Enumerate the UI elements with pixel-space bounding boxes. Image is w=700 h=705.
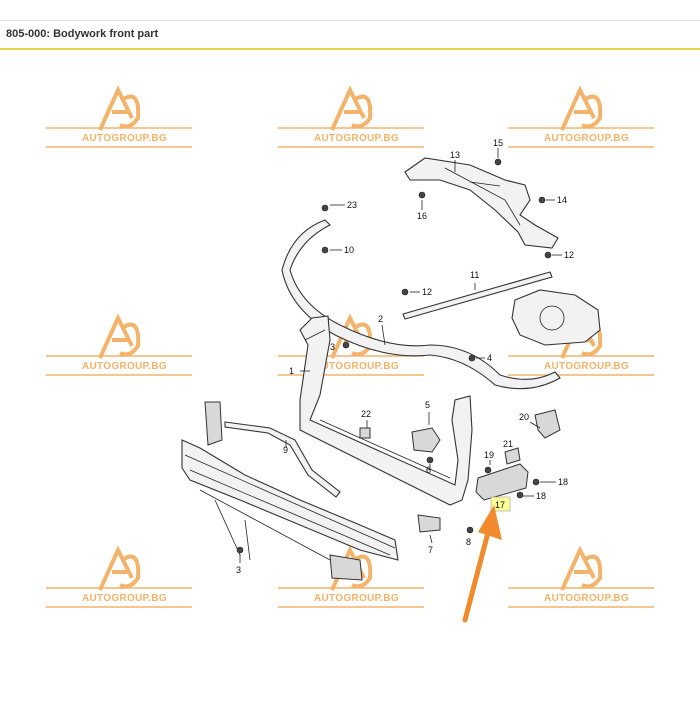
watermark-7: AUTOGROUP.BG [46,545,192,608]
callout-number[interactable]: 12 [564,250,574,260]
watermark-text: AUTOGROUP.BG [544,133,629,144]
page-header: 805-000: Bodywork front part [0,20,700,50]
part-lock-bracket[interactable] [411,427,441,453]
part-support-bar[interactable] [224,421,341,498]
callout-number[interactable]: 11 [470,270,479,280]
bolt-icon [426,456,434,464]
bolt-icon [484,466,492,474]
watermark-1: AUTOGROUP.BG [46,85,192,148]
page-title: 805-000: Bodywork front part [6,28,159,40]
part-bumper-bracket-left[interactable] [204,401,223,446]
bolt-icon [494,158,502,166]
callout-number[interactable]: 12 [422,287,432,297]
part-upper-rail[interactable] [281,219,561,390]
callout-number[interactable]: 21 [503,439,513,449]
diagram-svg: AUTOGROUP.BG AUTOGROUP.BG AUTOGROUP.BG A… [46,85,654,623]
bolt-icon [321,246,329,254]
callout-number[interactable]: 2 [378,314,383,324]
bolt-icon [342,341,350,349]
callout-number[interactable]: 20 [519,412,529,422]
part-clip[interactable] [359,427,371,439]
callout-number[interactable]: 14 [557,195,567,205]
parts-diagram: AUTOGROUP.BG AUTOGROUP.BG AUTOGROUP.BG A… [0,52,700,700]
part-rod[interactable] [402,271,553,320]
part-20-bracket[interactable] [534,409,561,439]
callout-number[interactable]: 6 [426,465,431,475]
callout-number[interactable]: 18 [558,477,568,487]
callout-number[interactable]: 3 [330,342,335,352]
callout-number[interactable]: 3 [236,565,241,575]
part-17-bracket[interactable] [475,463,529,501]
part-upper-crossmember[interactable] [404,157,559,249]
watermark-text: AUTOGROUP.BG [82,361,167,372]
watermark-3: AUTOGROUP.BG [508,85,654,148]
callout-number[interactable]: 5 [425,400,430,410]
callout-number[interactable]: 1 [289,366,294,376]
callout-number[interactable]: 18 [536,491,546,501]
callout-17-highlight[interactable]: 17 [490,496,511,512]
callout-number[interactable]: 7 [428,545,433,555]
bolt-icon [544,251,552,259]
watermark-text: AUTOGROUP.BG [314,133,399,144]
callout-number[interactable]: 19 [484,450,494,460]
callout-number[interactable]: 8 [466,537,471,547]
watermark-text: AUTOGROUP.BG [314,361,399,372]
watermark-9: AUTOGROUP.BG [508,545,654,608]
part-21-clip[interactable] [504,447,521,465]
part-bumper-bracket-right[interactable] [329,554,363,581]
bolt-icon [516,491,524,499]
watermark-text: AUTOGROUP.BG [544,361,629,372]
watermark-text: AUTOGROUP.BG [314,593,399,604]
bolt-icon [401,288,409,296]
watermark-text: AUTOGROUP.BG [82,593,167,604]
bolt-icon [538,196,546,204]
pointer-arrow [462,505,502,623]
callout-number[interactable]: 9 [283,445,288,455]
bolt-icon [532,478,540,486]
bolt-icon [466,526,474,534]
callout-number[interactable]: 23 [347,200,357,210]
part-lower-bracket[interactable] [417,514,441,533]
callout-number[interactable]: 16 [417,211,427,221]
callout-number[interactable]: 4 [487,353,492,363]
leader-lines [239,148,562,563]
bolt-icon [236,546,244,554]
watermark-text: AUTOGROUP.BG [82,133,167,144]
callout-number[interactable]: 13 [450,150,460,160]
callout-number[interactable]: 15 [493,138,503,148]
part-impact-beam[interactable] [181,439,399,561]
watermark-text: AUTOGROUP.BG [544,593,629,604]
part-wheel-house[interactable] [511,289,601,346]
part-radiator-frame[interactable] [299,315,473,506]
bolt-icon [418,191,426,199]
bolt-icon [468,354,476,362]
callout-number[interactable]: 10 [344,245,354,255]
bolt-icon [321,204,329,212]
watermark-4: AUTOGROUP.BG [46,313,192,376]
watermark-2: AUTOGROUP.BG [278,85,424,148]
callout-number[interactable]: 17 [495,500,505,510]
callout-number[interactable]: 22 [361,409,371,419]
